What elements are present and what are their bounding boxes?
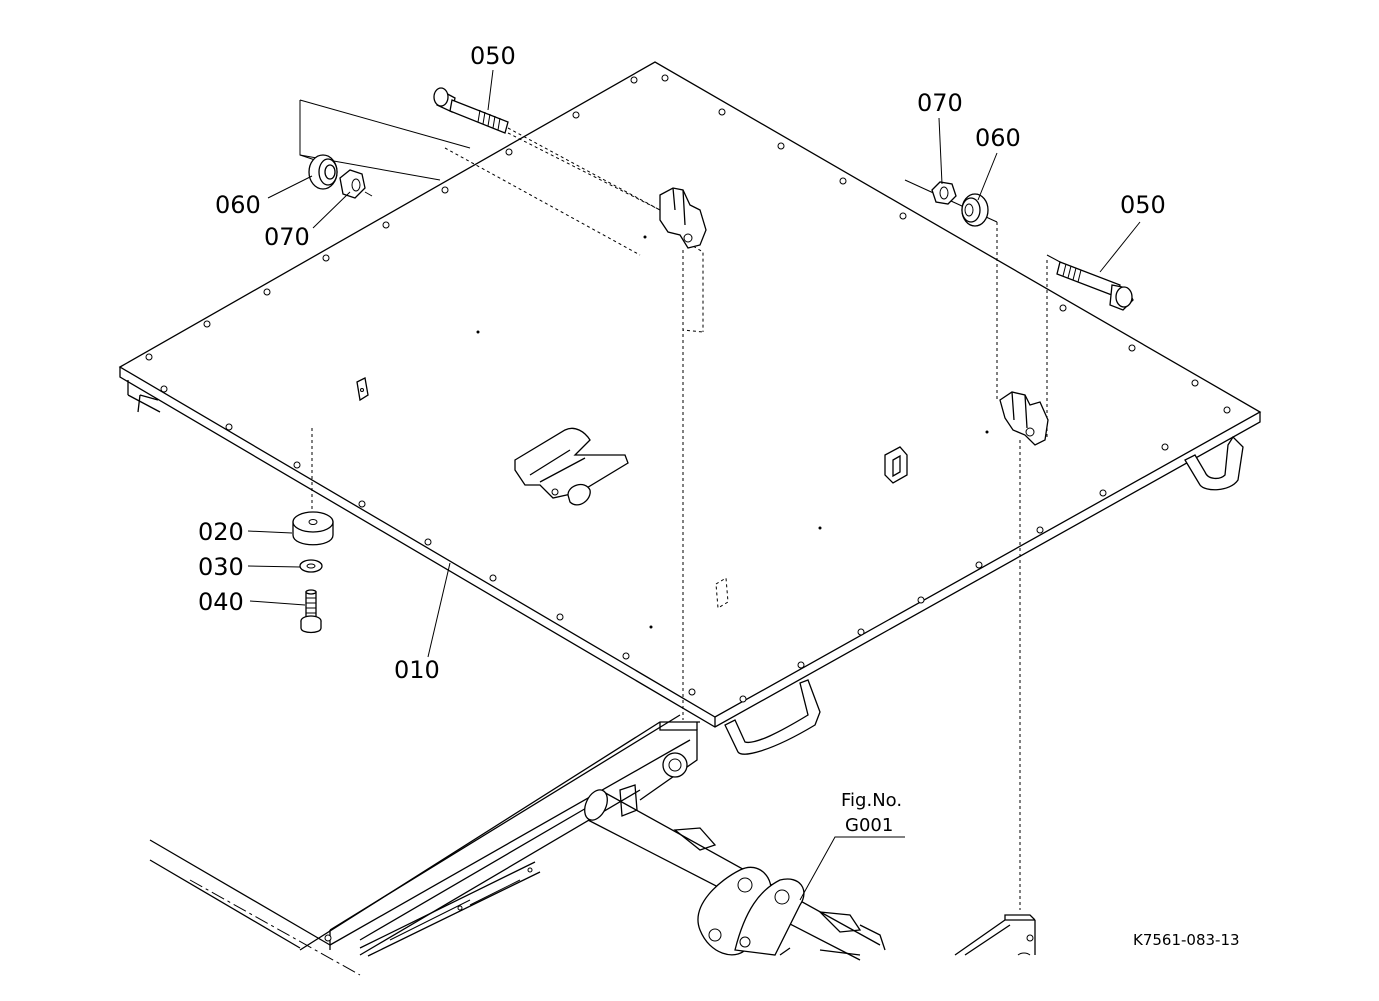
seat-plate-010 — [118, 61, 1262, 755]
bolt-050-right — [1056, 261, 1134, 311]
washer-060-right — [961, 193, 989, 227]
callout-070-right: 070 — [917, 89, 963, 117]
plate-holes — [145, 74, 1231, 703]
figure-reference-number: G001 — [845, 815, 893, 836]
callout-060-right: 060 — [975, 124, 1021, 152]
callouts: 050 060 070 070 060 050 020 030 040 010 — [198, 42, 1166, 684]
bolt-040 — [300, 589, 322, 634]
washer-030 — [299, 559, 323, 573]
chassis-frame — [149, 714, 1036, 976]
callout-010: 010 — [394, 656, 440, 684]
shaft-assembly — [584, 789, 886, 961]
callout-050-right: 050 — [1120, 191, 1166, 219]
cushion-020 — [292, 428, 334, 546]
callout-070-left: 070 — [264, 223, 310, 251]
figure-reference-label: Fig.No. — [841, 790, 902, 811]
nut-070-right — [931, 181, 957, 205]
nut-070-left — [339, 169, 373, 199]
callout-050-left: 050 — [470, 42, 516, 70]
callout-040: 040 — [198, 588, 244, 616]
callout-060-left: 060 — [215, 191, 261, 219]
leader-lines — [247, 69, 1141, 901]
callout-030: 030 — [198, 553, 244, 581]
washer-060-left — [308, 154, 338, 190]
drawing-number: K7561-083-13 — [1133, 931, 1240, 949]
bolt-050-left — [433, 87, 661, 211]
right-hinge-bracket — [904, 179, 1091, 910]
callout-020: 020 — [198, 518, 244, 546]
left-hinge-bracket — [299, 99, 707, 720]
